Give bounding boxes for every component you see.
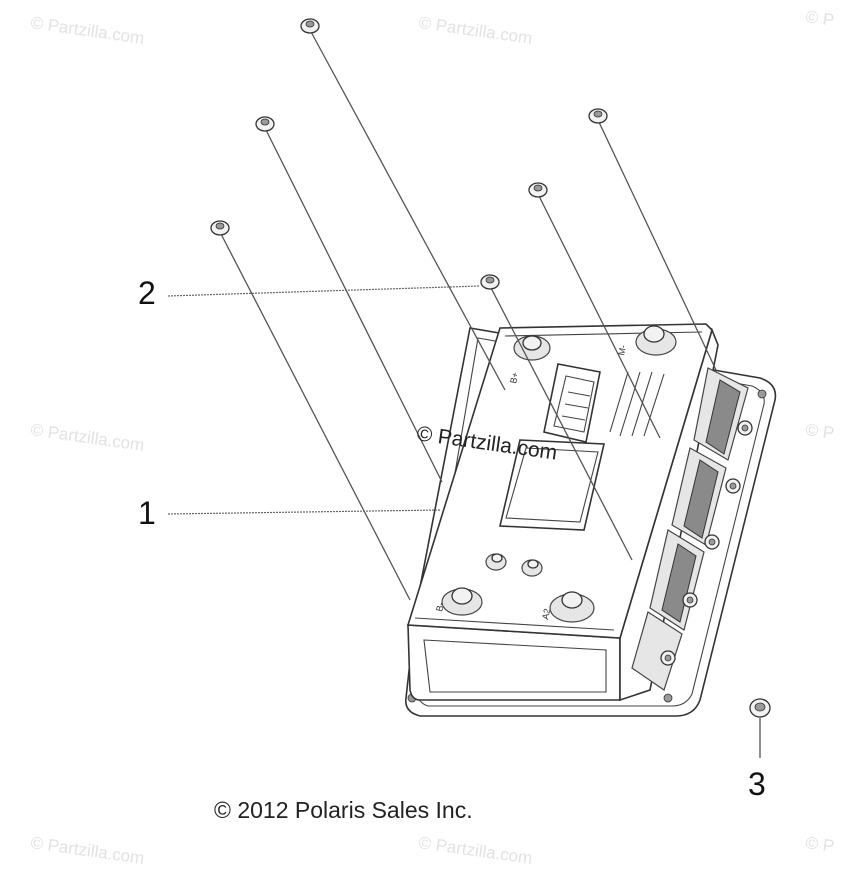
washer-part-3 bbox=[749, 698, 771, 758]
callout-1: 1 bbox=[138, 495, 156, 531]
watermark-top-left: © Partzilla.com bbox=[29, 13, 145, 48]
terminal-post-top-right: M- bbox=[616, 325, 677, 356]
terminal-post-bottom-right: A2 bbox=[540, 591, 595, 623]
svg-text:M-: M- bbox=[616, 344, 628, 356]
nut-5 bbox=[528, 182, 661, 439]
watermark-mid-right: © P bbox=[804, 420, 835, 443]
nut-6 bbox=[588, 108, 717, 371]
controller-box: B+ M- B- A2 bbox=[406, 323, 753, 702]
nut-2 bbox=[255, 116, 443, 483]
watermark-bottom-middle: © Partzilla.com bbox=[417, 833, 533, 868]
vent-slots bbox=[609, 371, 665, 437]
nut-1 bbox=[300, 18, 506, 391]
nut-4 bbox=[480, 274, 633, 561]
watermark-top-middle: © Partzilla.com bbox=[417, 13, 533, 48]
copyright-text: © 2012 Polaris Sales Inc. bbox=[214, 797, 473, 823]
heatsink-fins bbox=[631, 367, 749, 691]
terminal-post-top-left: B+ bbox=[508, 335, 551, 384]
callout-2: 2 bbox=[138, 275, 156, 311]
callout-2-leader bbox=[167, 285, 481, 297]
svg-text:B+: B+ bbox=[508, 371, 520, 384]
watermark-mid-left: © Partzilla.com bbox=[29, 420, 145, 455]
small-terminal-right bbox=[521, 559, 543, 577]
watermark-bottom-left: © Partzilla.com bbox=[29, 833, 145, 868]
callout-3: 3 bbox=[748, 766, 766, 802]
svg-text:A2: A2 bbox=[540, 608, 552, 621]
nut-3 bbox=[210, 220, 411, 601]
watermark-bottom-right: © P bbox=[804, 833, 835, 856]
callout-1-leader bbox=[167, 509, 441, 515]
watermark-top-right: © P bbox=[804, 7, 835, 30]
label-panel bbox=[499, 439, 605, 531]
small-terminal-left bbox=[485, 553, 507, 571]
svg-text:B-: B- bbox=[434, 602, 446, 613]
connector-block bbox=[543, 363, 601, 443]
terminal-post-bottom-left: B- bbox=[434, 587, 483, 616]
